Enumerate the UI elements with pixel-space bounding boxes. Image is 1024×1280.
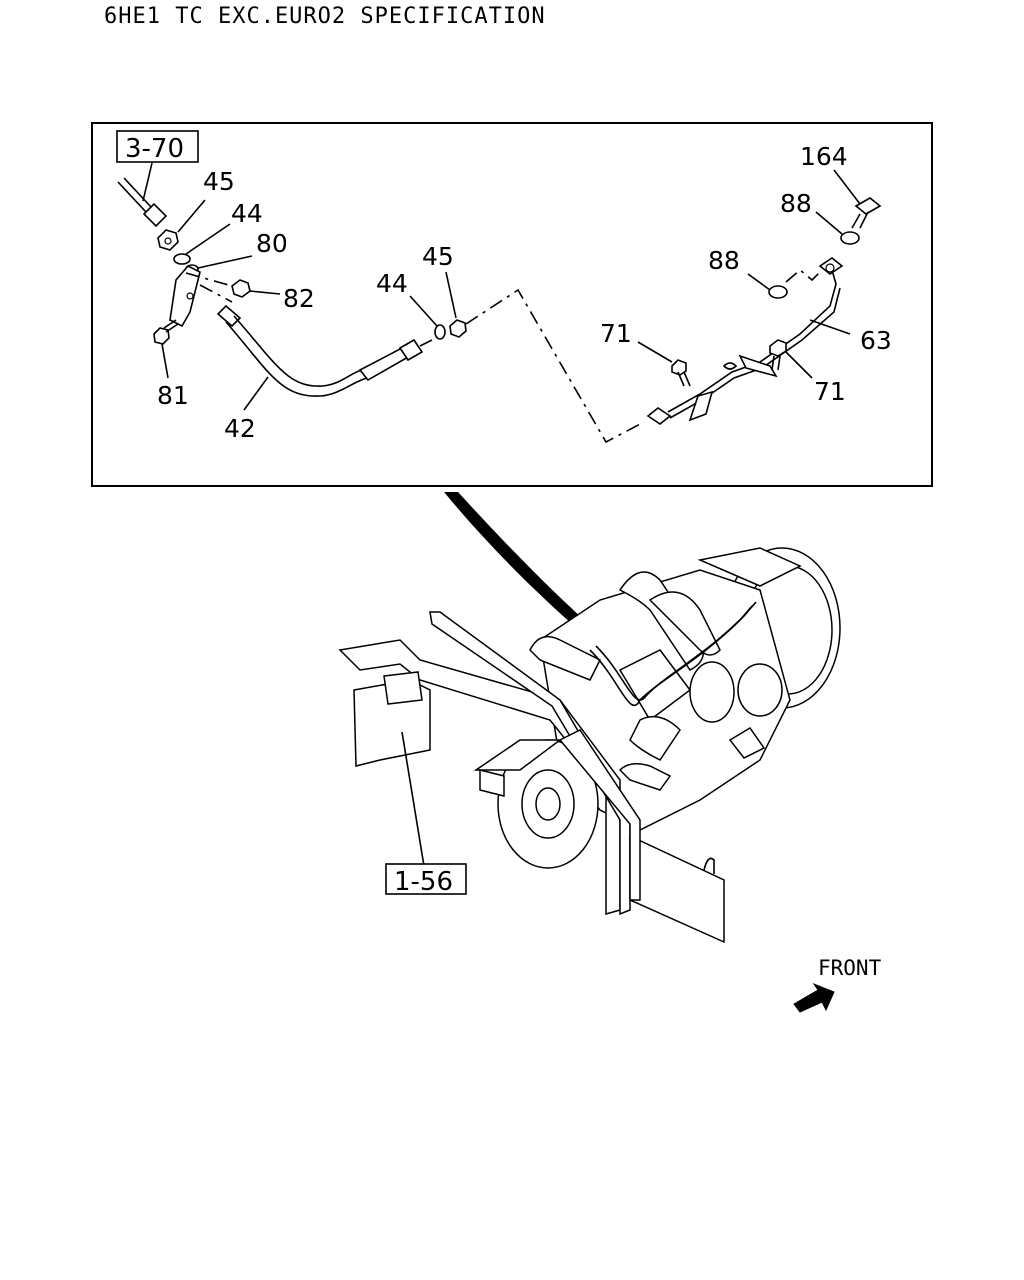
callout-45-left: 45 bbox=[203, 167, 235, 196]
page-title: 6HE1 TC EXC.EURO2 SPECIFICATION bbox=[104, 4, 546, 29]
reference-label-1-56: 1-56 bbox=[394, 867, 453, 897]
callout-63: 63 bbox=[860, 326, 892, 355]
callout-44-right: 44 bbox=[376, 269, 408, 298]
reference-label-3-70: 3-70 bbox=[125, 134, 184, 164]
bolt-164 bbox=[851, 197, 882, 229]
callout-164: 164 bbox=[800, 142, 848, 171]
bolt-81 bbox=[153, 319, 179, 345]
callout-88-upper: 88 bbox=[780, 189, 812, 218]
callout-44-left: 44 bbox=[231, 199, 263, 228]
cable-end bbox=[117, 177, 168, 228]
nut-82 bbox=[231, 279, 251, 298]
engine-illustration bbox=[338, 547, 841, 944]
callout-80: 80 bbox=[256, 229, 288, 258]
bolt-71-right bbox=[769, 339, 787, 371]
front-arrow-icon bbox=[793, 982, 835, 1013]
pipe-63 bbox=[646, 257, 844, 425]
washer-44-right bbox=[434, 324, 446, 340]
reference-box-3-70[interactable]: 3-70 bbox=[116, 130, 199, 164]
callout-45-right: 45 bbox=[422, 242, 454, 271]
connection-line bbox=[465, 288, 645, 444]
washer-88-upper bbox=[840, 231, 860, 245]
callout-42: 42 bbox=[224, 414, 256, 443]
hose-42 bbox=[216, 304, 433, 397]
bolt-71-left bbox=[671, 359, 691, 387]
nut-45-right bbox=[449, 319, 467, 338]
callout-71-left: 71 bbox=[600, 319, 632, 348]
front-label: FRONT bbox=[818, 956, 882, 980]
reference-box-1-56[interactable]: 1-56 bbox=[385, 863, 467, 897]
callout-81: 81 bbox=[157, 381, 189, 410]
callout-82: 82 bbox=[283, 284, 315, 313]
washer-88-lower bbox=[768, 285, 788, 299]
washer-44-left bbox=[173, 253, 191, 265]
callout-88-lower: 88 bbox=[708, 246, 740, 275]
detail-frame bbox=[91, 122, 933, 487]
dashed-link-88 bbox=[785, 268, 823, 283]
mounting-bracket bbox=[169, 265, 233, 328]
nut-45-left bbox=[157, 229, 179, 251]
callout-71-right: 71 bbox=[814, 377, 846, 406]
